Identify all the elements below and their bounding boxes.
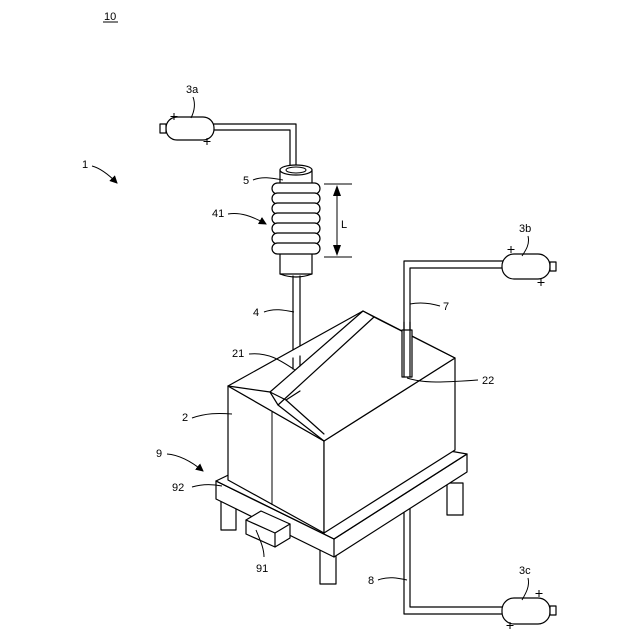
gas-cylinder-3a bbox=[160, 113, 214, 145]
label-92: 92 bbox=[172, 482, 184, 494]
arrow-base-9 bbox=[167, 454, 203, 471]
label-5: 5 bbox=[243, 175, 249, 187]
pipe-3a bbox=[214, 124, 296, 168]
label-21: 21 bbox=[232, 348, 244, 360]
gas-cylinder-3b bbox=[502, 246, 556, 286]
arrow-coil-41 bbox=[228, 213, 266, 224]
pipe-8 bbox=[404, 508, 504, 614]
arrow-system-1 bbox=[92, 166, 117, 183]
label-7: 7 bbox=[443, 301, 449, 313]
label-91: 91 bbox=[256, 563, 268, 575]
heating-coil-41 bbox=[272, 183, 320, 254]
gas-cylinder-3c bbox=[502, 590, 556, 629]
label-9: 9 bbox=[156, 448, 162, 460]
label-dim-L: L bbox=[341, 219, 347, 231]
label-3a: 3a bbox=[186, 84, 199, 96]
label-8: 8 bbox=[368, 575, 374, 587]
port-22 bbox=[402, 322, 412, 377]
label-3c: 3c bbox=[519, 565, 531, 577]
figure-number: 10 bbox=[104, 11, 116, 23]
label-2: 2 bbox=[182, 412, 188, 424]
label-3b: 3b bbox=[519, 223, 531, 235]
label-41: 41 bbox=[212, 208, 224, 220]
label-4: 4 bbox=[253, 307, 259, 319]
label-22: 22 bbox=[482, 375, 494, 387]
label-1: 1 bbox=[82, 159, 88, 171]
dimension-L bbox=[324, 184, 352, 257]
